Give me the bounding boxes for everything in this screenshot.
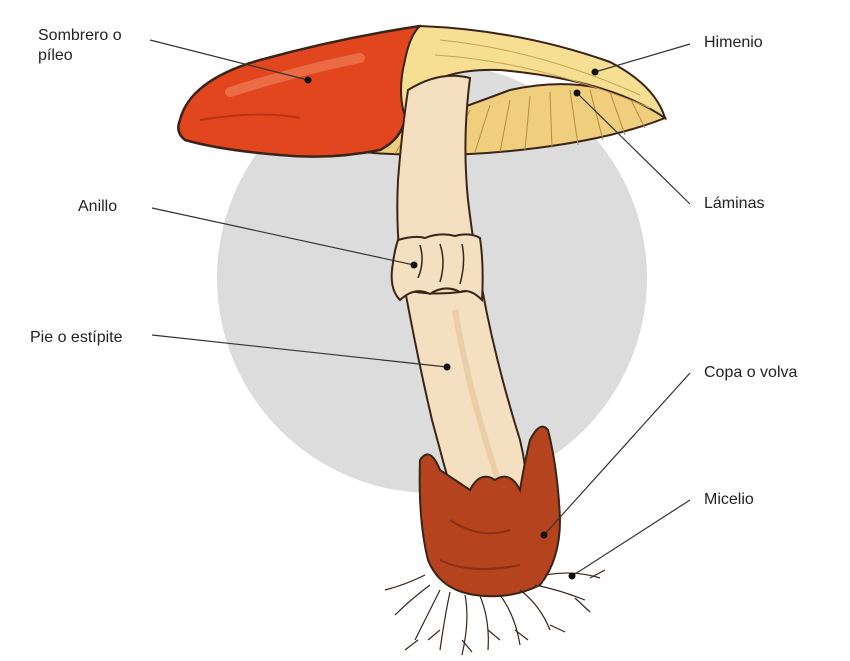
hymenium (400, 24, 667, 129)
leader-cap (149, 39, 309, 81)
pointer-dot-mycelium (568, 572, 576, 580)
label-cap: Sombrero o píleo (38, 26, 122, 66)
pointer-dot-cap (304, 76, 312, 84)
label-mycelium: Micelio (704, 491, 754, 508)
mycelium (384, 569, 606, 656)
label-stem: Pie o estípite (30, 329, 123, 346)
pointer-dot-stem (443, 363, 451, 371)
volva (418, 425, 562, 598)
ring (390, 233, 484, 303)
label-hymenium: Himenio (704, 34, 763, 51)
pointer-dot-volva (540, 531, 548, 539)
pointer-dot-ring (410, 261, 418, 269)
label-cap-line1: Sombrero o (38, 27, 122, 44)
leader-hymenium (594, 43, 691, 73)
label-volva: Copa o volva (704, 364, 798, 381)
leader-ring (151, 207, 415, 266)
label-cap-line2: píleo (38, 47, 73, 64)
leader-gills (576, 92, 691, 205)
pointer-dot-gills (573, 89, 581, 97)
leader-stem (151, 334, 448, 368)
pointer-dot-hymenium (591, 68, 599, 76)
leader-mycelium (571, 499, 691, 577)
label-gills: Láminas (704, 195, 765, 212)
cap (177, 24, 429, 158)
label-ring: Anillo (78, 198, 118, 215)
leader-volva (543, 372, 691, 536)
